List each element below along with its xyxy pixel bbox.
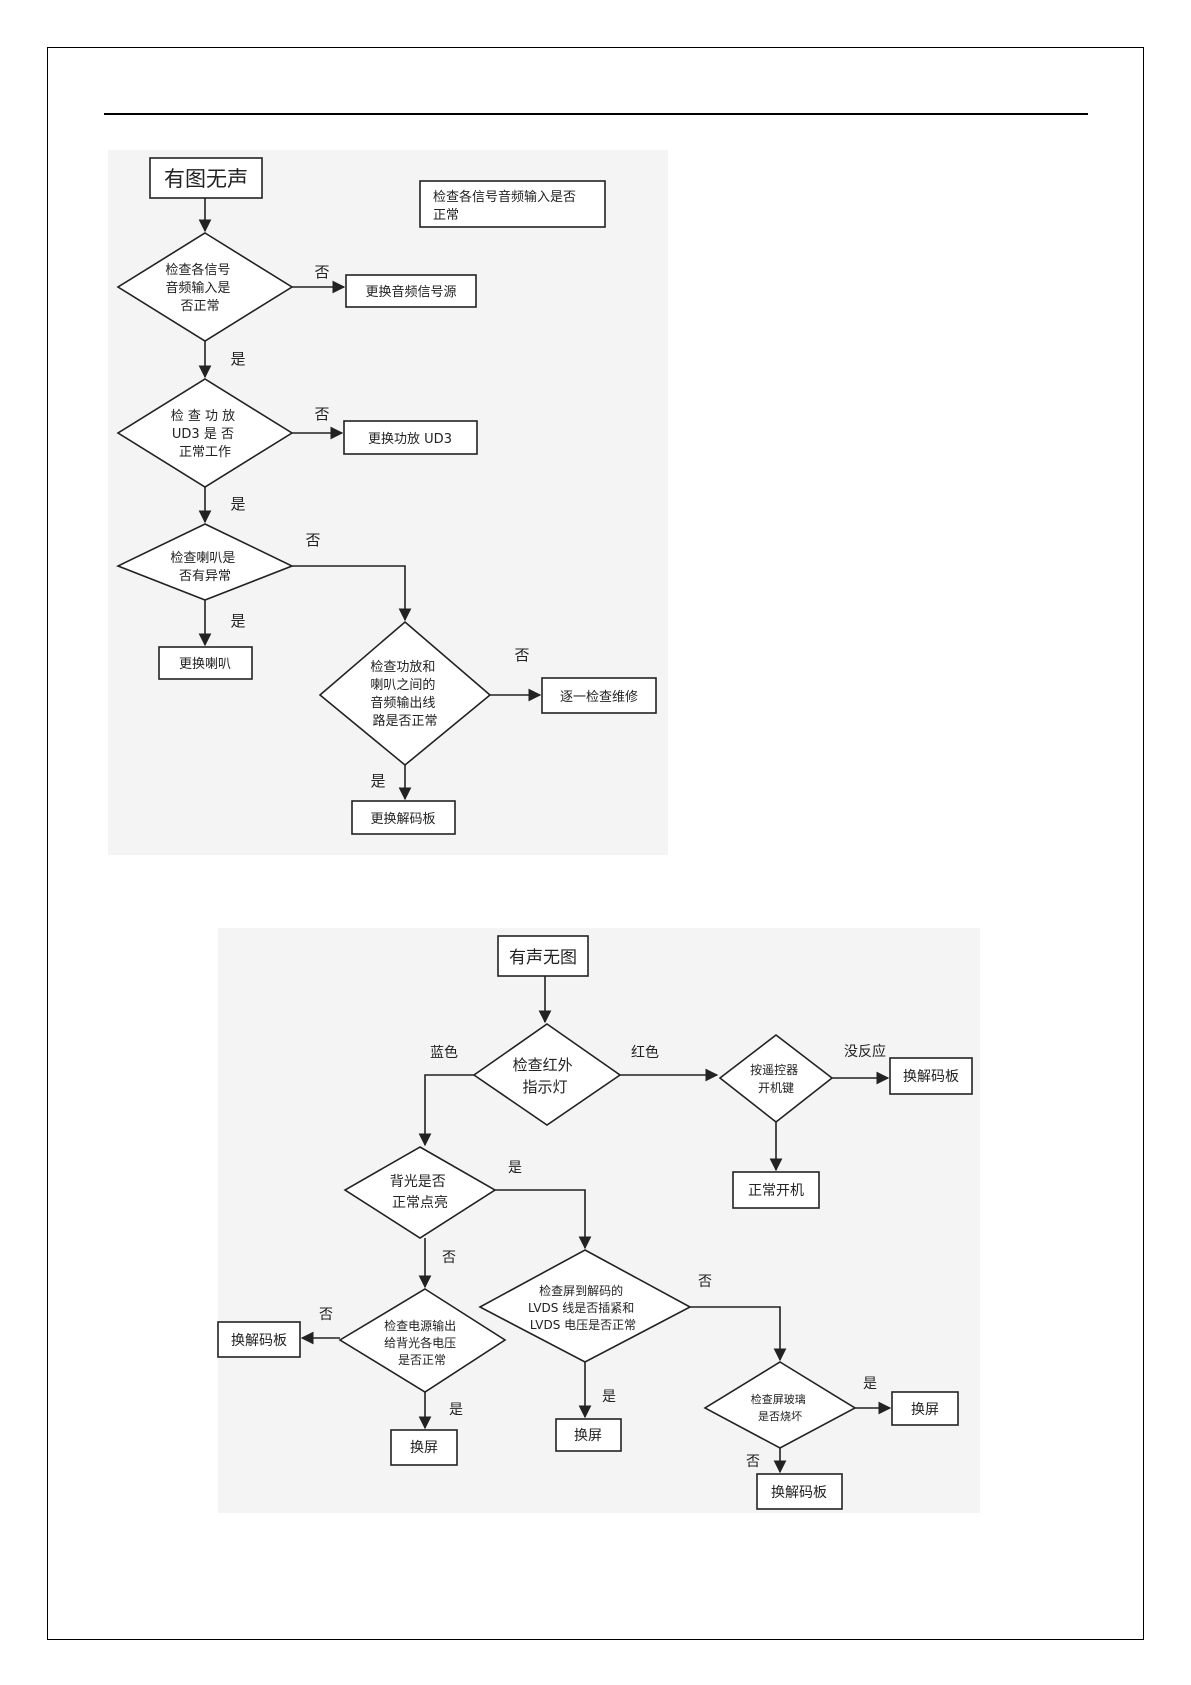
decision-lvds-label: 检查屏到解码的 LVDS 线是否插紧和 LVDS 电压是否正常 xyxy=(528,1283,638,1332)
action-replace-decoder-2-label: 换解码板 xyxy=(231,1332,287,1349)
d4-no-label: 否 xyxy=(514,646,529,664)
d1-no-label: 否 xyxy=(314,263,329,281)
d1-yes-label: 是 xyxy=(230,350,245,368)
d2-no-label: 否 xyxy=(314,405,329,423)
remote-no-response-label: 没反应 xyxy=(844,1043,886,1060)
power-no-label: 否 xyxy=(319,1307,333,1323)
action-check-repair-label: 逐一检查维修 xyxy=(560,690,638,705)
action-replace-decoder-1-label: 换解码板 xyxy=(903,1068,959,1085)
decision-amplifier-ud3-label: 检 查 功 放 UD3 是 否 正常工作 xyxy=(171,409,240,460)
action-replace-audio-source-label: 更换音频信号源 xyxy=(365,284,456,300)
power-yes-label: 是 xyxy=(449,1402,463,1418)
action-replace-decoder-3-label: 换解码板 xyxy=(771,1484,827,1501)
start-label: 有声无图 xyxy=(509,948,577,968)
d1-red-label: 红色 xyxy=(631,1044,659,1061)
action-replace-decoder-board-label: 更换解码板 xyxy=(370,812,435,827)
glass-yes-label: 是 xyxy=(863,1376,877,1392)
lvds-no-label: 否 xyxy=(698,1274,712,1290)
start-label: 有图无声 xyxy=(164,167,248,191)
action-replace-amplifier-label: 更换功放 UD3 xyxy=(368,432,452,447)
d4-yes-label: 是 xyxy=(370,772,385,790)
flowchart-2-no-picture: 有声无图 检查红外 指示灯 蓝色 红色 按遥控器 开机键 没反应 换解码板 正常… xyxy=(218,928,980,1513)
action-replace-screen-1-label: 换屏 xyxy=(410,1439,438,1456)
action-replace-screen-2-label: 换屏 xyxy=(574,1427,602,1444)
backlight-no-label: 否 xyxy=(442,1250,456,1266)
d2-yes-label: 是 xyxy=(230,495,245,513)
lvds-yes-label: 是 xyxy=(602,1389,616,1405)
d1-blue-label: 蓝色 xyxy=(430,1044,458,1061)
action-replace-speaker-label: 更换喇叭 xyxy=(179,657,231,672)
d3-no-label: 否 xyxy=(305,531,320,549)
action-replace-screen-3-label: 换屏 xyxy=(911,1401,939,1418)
d3-yes-label: 是 xyxy=(230,612,245,630)
flowchart-1-no-sound: 有图无声 检查各信号音频输入是否 正常 检查各信号 音频输入是 否正常 否 更换… xyxy=(108,150,668,855)
action-normal-boot-label: 正常开机 xyxy=(748,1183,804,1199)
backlight-yes-label: 是 xyxy=(508,1160,522,1176)
glass-no-label: 否 xyxy=(746,1454,760,1470)
